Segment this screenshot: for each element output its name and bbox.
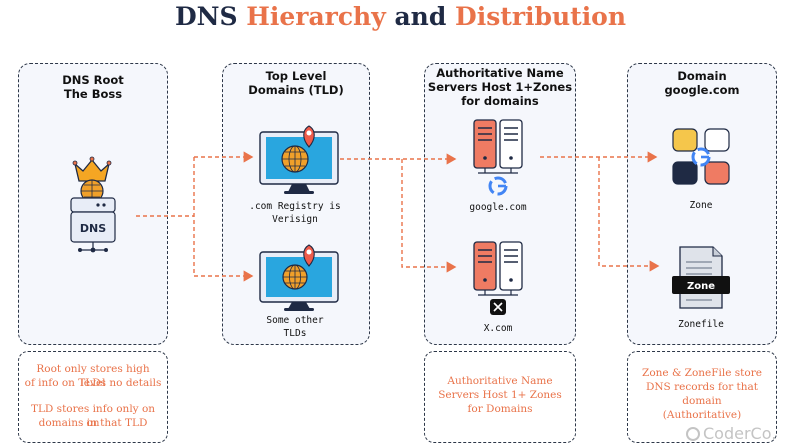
x-ns-label: X.com bbox=[484, 323, 513, 334]
dns-box-label: DNS bbox=[80, 222, 106, 235]
dns-root-server-icon: DNS bbox=[70, 156, 116, 253]
connector-arrows bbox=[136, 151, 660, 282]
zone-label: Zone bbox=[690, 200, 713, 211]
location-pin-icon bbox=[303, 244, 315, 267]
other-tlds-monitor-icon bbox=[259, 244, 339, 311]
other-tlds-label-line1: Some other bbox=[266, 315, 323, 326]
x-name-server-icon bbox=[473, 241, 523, 315]
com-registry-label-line1: .com Registry is bbox=[249, 201, 341, 212]
authoritative-panel: Authoritative Name Servers Host 1+Zones … bbox=[424, 63, 576, 345]
auth-note-line2: Servers Host 1+ Zones bbox=[438, 389, 562, 401]
com-registry-monitor-icon bbox=[259, 125, 339, 194]
google-ns-label: google.com bbox=[469, 202, 526, 213]
root-note-line4: domains in that TLD bbox=[38, 417, 148, 429]
domain-note-line3: domain bbox=[682, 395, 722, 407]
domain-title-line1: Domain bbox=[677, 69, 727, 83]
com-registry-label-line2: Verisign bbox=[272, 214, 318, 225]
dns-root-title-line1: DNS Root bbox=[62, 73, 124, 87]
zonefile-label: Zonefile bbox=[678, 319, 724, 330]
auth-note-line3: for Domains bbox=[467, 403, 533, 415]
brand-watermark: CoderCo. bbox=[686, 424, 776, 443]
zone-doc-banner: Zone bbox=[687, 281, 715, 292]
domain-panel: Domain google.com bbox=[627, 63, 777, 345]
tld-title-line2: Domains (TLD) bbox=[248, 83, 344, 97]
google-name-server-icon bbox=[473, 119, 523, 196]
auth-title-line3: for domains bbox=[461, 94, 539, 108]
root-note-line3: TLD stores info only on on bbox=[30, 403, 156, 429]
auth-note-line1: Authoritative Name bbox=[447, 375, 553, 387]
zonefile-document-icon: Zone bbox=[672, 246, 730, 309]
domain-note: Zone & ZoneFile store DNS records for th… bbox=[627, 351, 777, 443]
crown-icon bbox=[73, 158, 111, 182]
auth-note: Authoritative Name Servers Host 1+ Zones… bbox=[424, 351, 576, 443]
root-note-line2: of info on TLDs no details bbox=[24, 377, 162, 389]
root-note-line1: Root only stores high level bbox=[36, 363, 150, 389]
auth-title-line2: Servers Host 1+Zones bbox=[427, 80, 573, 94]
domain-note-line1: Zone & ZoneFile store bbox=[642, 367, 762, 379]
domain-title-line2: google.com bbox=[664, 83, 740, 97]
other-tlds-label-line2: TLDs bbox=[284, 328, 307, 339]
arrow-to-zonefile bbox=[598, 157, 660, 272]
dns-root-title-line2: The Boss bbox=[63, 87, 123, 101]
tld-title-line1: Top Level bbox=[265, 69, 327, 83]
arrow-to-x-ns bbox=[401, 159, 457, 273]
root-note: Root only stores high level of info on T… bbox=[18, 351, 168, 443]
domain-note-line2: DNS records for that bbox=[645, 381, 759, 393]
page-title: DNS Hierarchy and Distribution bbox=[174, 2, 627, 31]
location-pin-icon bbox=[303, 125, 315, 148]
brand-logo-icon bbox=[686, 427, 700, 441]
domain-note-line4: (Authoritative) bbox=[662, 409, 742, 421]
auth-title-line1: Authoritative Name bbox=[436, 66, 564, 80]
zone-icon bbox=[672, 128, 730, 185]
